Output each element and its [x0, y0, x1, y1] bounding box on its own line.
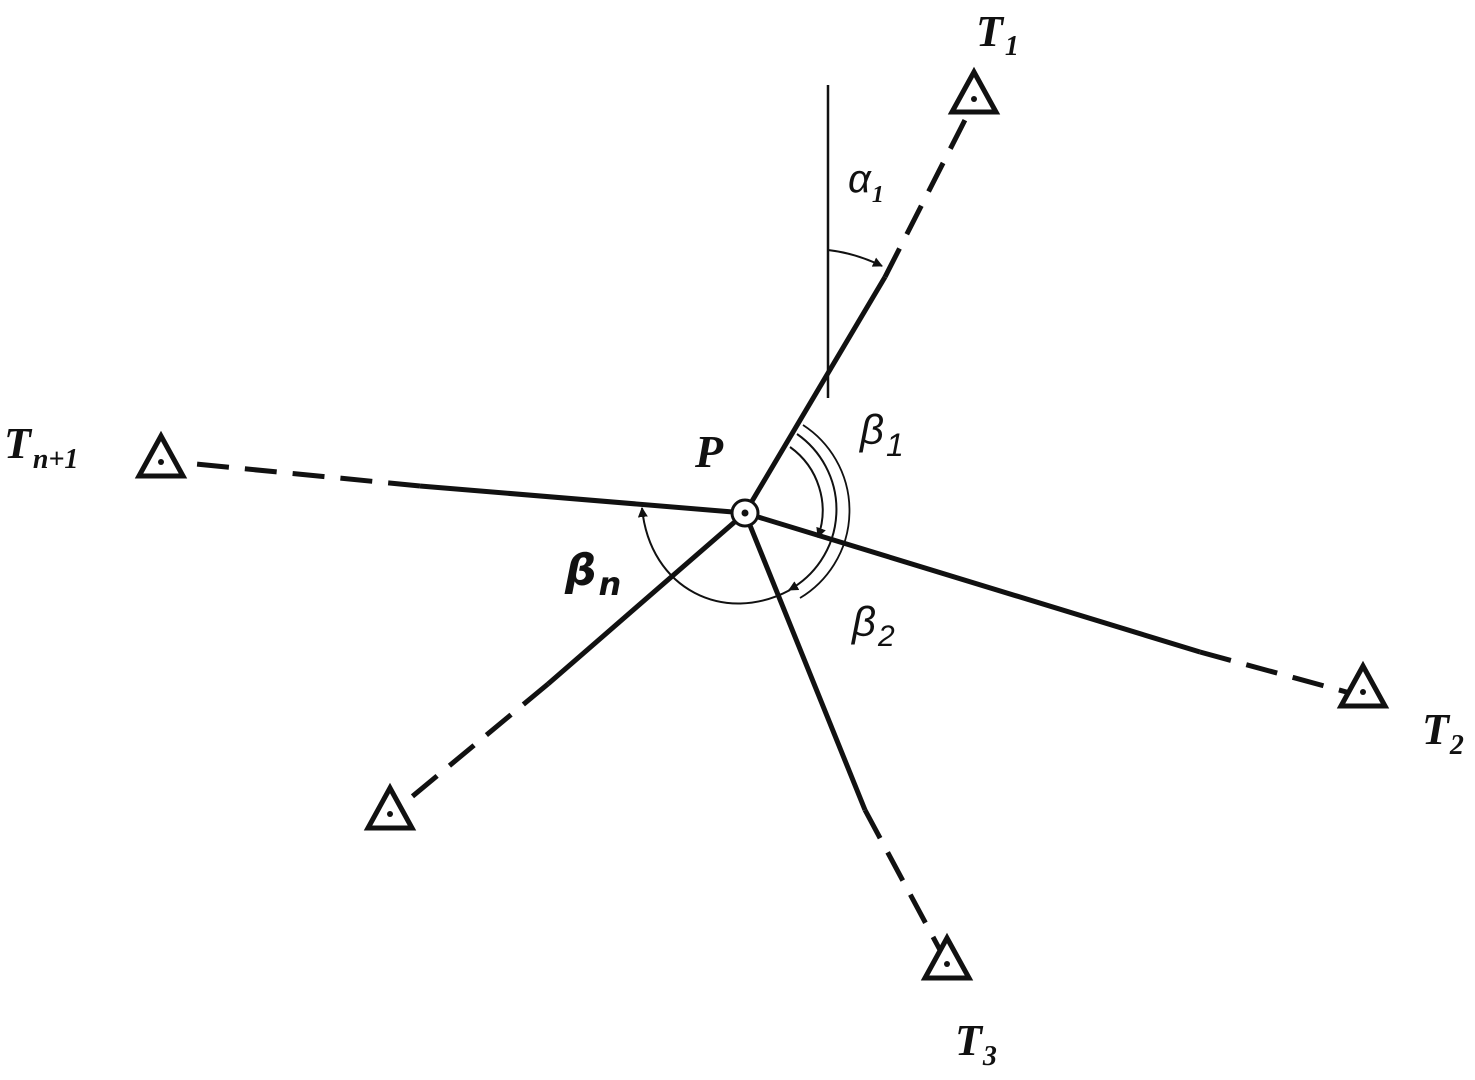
ray-t3-dashed	[862, 808, 943, 952]
triangle-station-icon	[947, 66, 1001, 115]
ray-t1-dashed	[882, 116, 969, 279]
arc-beta1	[789, 446, 826, 538]
circle-dot-center-icon	[730, 498, 760, 528]
ray-dashed-segments	[185, 116, 1351, 952]
angle-arcs	[637, 249, 883, 605]
arc-beta2-inner	[788, 433, 838, 591]
arc-betan	[637, 507, 791, 605]
ray-t4-dashed	[406, 682, 550, 802]
ray-tn1-dashed	[185, 460, 421, 489]
label-t2: T2	[1422, 705, 1464, 761]
triangle-station-icon	[363, 782, 417, 831]
ray-tn1-solid	[419, 483, 746, 516]
arc-beta2-outer	[799, 424, 851, 599]
ray-t1-solid	[742, 275, 888, 515]
ray-t4-solid	[546, 511, 747, 686]
ray-t2-dashed	[1199, 649, 1351, 696]
label-beta2: β2	[850, 598, 895, 653]
label-p: P	[694, 426, 724, 477]
label-alpha1: α1	[848, 157, 884, 208]
triangle-station-icon	[920, 932, 974, 981]
arc-alpha1	[827, 249, 883, 267]
ray-t2-solid	[744, 510, 1201, 655]
label-beta1: β1	[858, 406, 904, 463]
label-t3: T3	[955, 1016, 997, 1072]
label-betan: βn	[564, 545, 621, 603]
label-tn1: Tn+1	[4, 419, 78, 475]
triangle-station-icon	[134, 430, 188, 479]
label-t1: T1	[976, 7, 1019, 62]
triangle-station-icon	[1336, 660, 1390, 709]
ray-t3-solid	[742, 512, 868, 811]
ray-solid-segments	[419, 275, 1201, 811]
